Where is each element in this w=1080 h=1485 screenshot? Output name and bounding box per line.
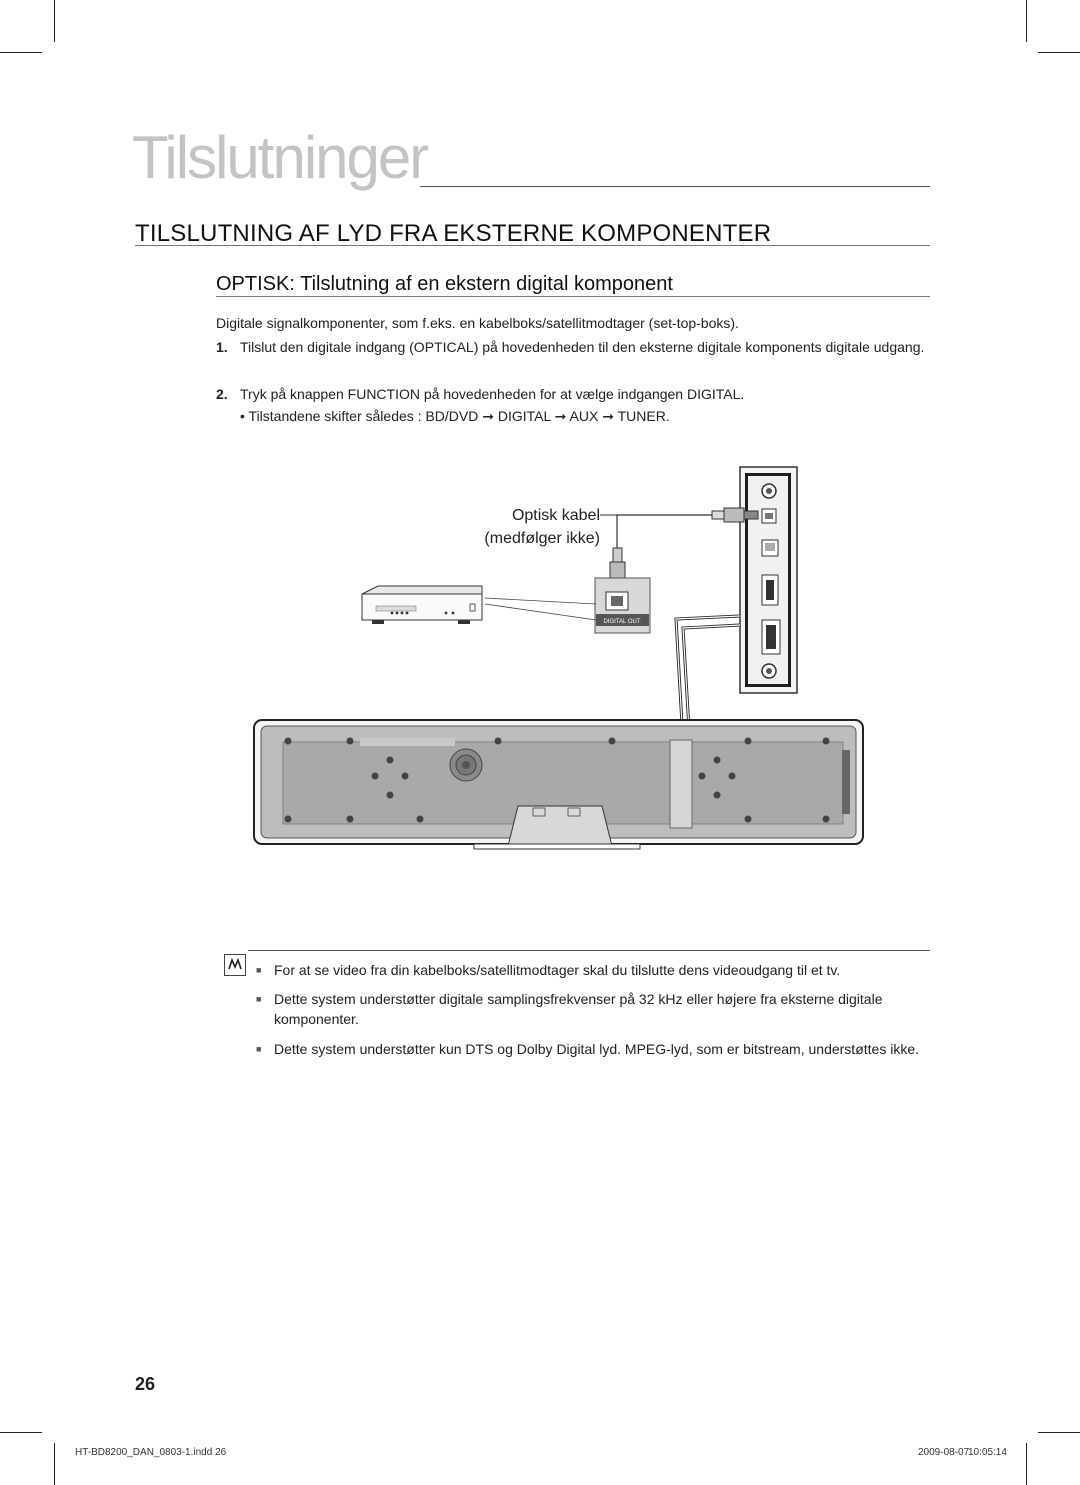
arrow-icon: ➞ [602, 408, 614, 424]
note-text: For at se video fra din kabelboks/satell… [274, 962, 841, 978]
bullet-square-icon: ■ [256, 994, 262, 1004]
mode-bd-dvd: BD/DVD [425, 408, 479, 424]
step-text-part: . [740, 386, 745, 402]
crop-mark [54, 1443, 55, 1485]
step-text: Tilslut den digitale indgang (OPTICAL) p… [240, 339, 925, 355]
connection-diagram: DIGITAL OUT [253, 466, 864, 850]
digital-keyword: DIGITAL [686, 386, 741, 402]
bullet-square-icon: ■ [256, 965, 262, 975]
soundbar-main-unit [253, 719, 864, 850]
note-text: Dette system understøtter digitale sampl… [274, 991, 883, 1027]
page-number: 26 [135, 1374, 156, 1394]
chapter-title: Tilslutninger [132, 124, 429, 191]
bullet-square-icon: ■ [256, 1044, 262, 1054]
cable-note: (medfølger ikke) [484, 530, 600, 547]
step-2: 2. Tryk på knappen FUNCTION på hovedenhe… [216, 384, 930, 405]
step-text-part: Tryk på knappen [240, 386, 348, 402]
crop-mark [0, 52, 42, 53]
rear-panel-closeup [739, 466, 798, 694]
footer-date: 2009-08-07 [918, 1447, 970, 1458]
arrow-icon: ➞ [482, 408, 494, 424]
mode-digital: DIGITAL [497, 408, 551, 424]
step-number: 2. [216, 386, 228, 402]
intro-text: Digitale signalkomponenter, som f.eks. e… [216, 315, 739, 331]
digital-out-label: DIGITAL OUT [603, 619, 640, 625]
crop-mark [0, 1432, 42, 1433]
subsection-title: OPTISK: Tilslutning af en ekstern digita… [216, 273, 673, 295]
mode-end: . [665, 408, 670, 424]
footer-file: HT-BD8200_DAN_0803-1.indd 26 [75, 1447, 227, 1458]
step-text: Tryk på knappen FUNCTION på hovedenheden… [240, 384, 930, 405]
crop-mark [1026, 1443, 1027, 1485]
section-rule [135, 245, 930, 246]
note-item: ■ For at se video fra din kabelboks/sate… [256, 960, 930, 980]
subsection-rule [216, 296, 930, 297]
footer-time: 10:05:14 [968, 1447, 1007, 1458]
note-item: ■ Dette system understøtter kun DTS og D… [256, 1039, 930, 1059]
chapter-rule [420, 186, 930, 187]
mode-tuner: TUNER [617, 408, 666, 424]
crop-mark [1038, 1432, 1080, 1433]
notes-rule [248, 950, 930, 951]
step-text-part: på hovedenheden for at vælge indgangen [419, 386, 687, 402]
mode-sequence: • Tilstandene skifter således : BD/DVD ➞… [240, 406, 670, 427]
crop-mark [54, 0, 55, 42]
step-1: 1. Tilslut den digitale indgang (OPTICAL… [216, 337, 930, 358]
digital-out-port: DIGITAL OUT [594, 577, 651, 634]
cable-label: Optisk kabel [511, 507, 600, 524]
set-top-box [361, 585, 483, 624]
crop-mark [1038, 52, 1080, 53]
crop-mark [1026, 0, 1027, 42]
mode-aux: AUX [569, 408, 599, 424]
arrow-icon: ➞ [554, 408, 567, 424]
section-title: TILSLUTNING AF LYD FRA EKSTERNE KOMPONEN… [135, 220, 772, 247]
step-number: 1. [216, 339, 228, 355]
function-keyword: FUNCTION [347, 386, 420, 402]
note-icon [224, 954, 246, 976]
note-item: ■ Dette system understøtter digitale sam… [256, 989, 930, 1029]
note-text: Dette system understøtter kun DTS og Dol… [274, 1041, 919, 1057]
mode-prefix: • Tilstandene skifter således : [240, 408, 426, 424]
